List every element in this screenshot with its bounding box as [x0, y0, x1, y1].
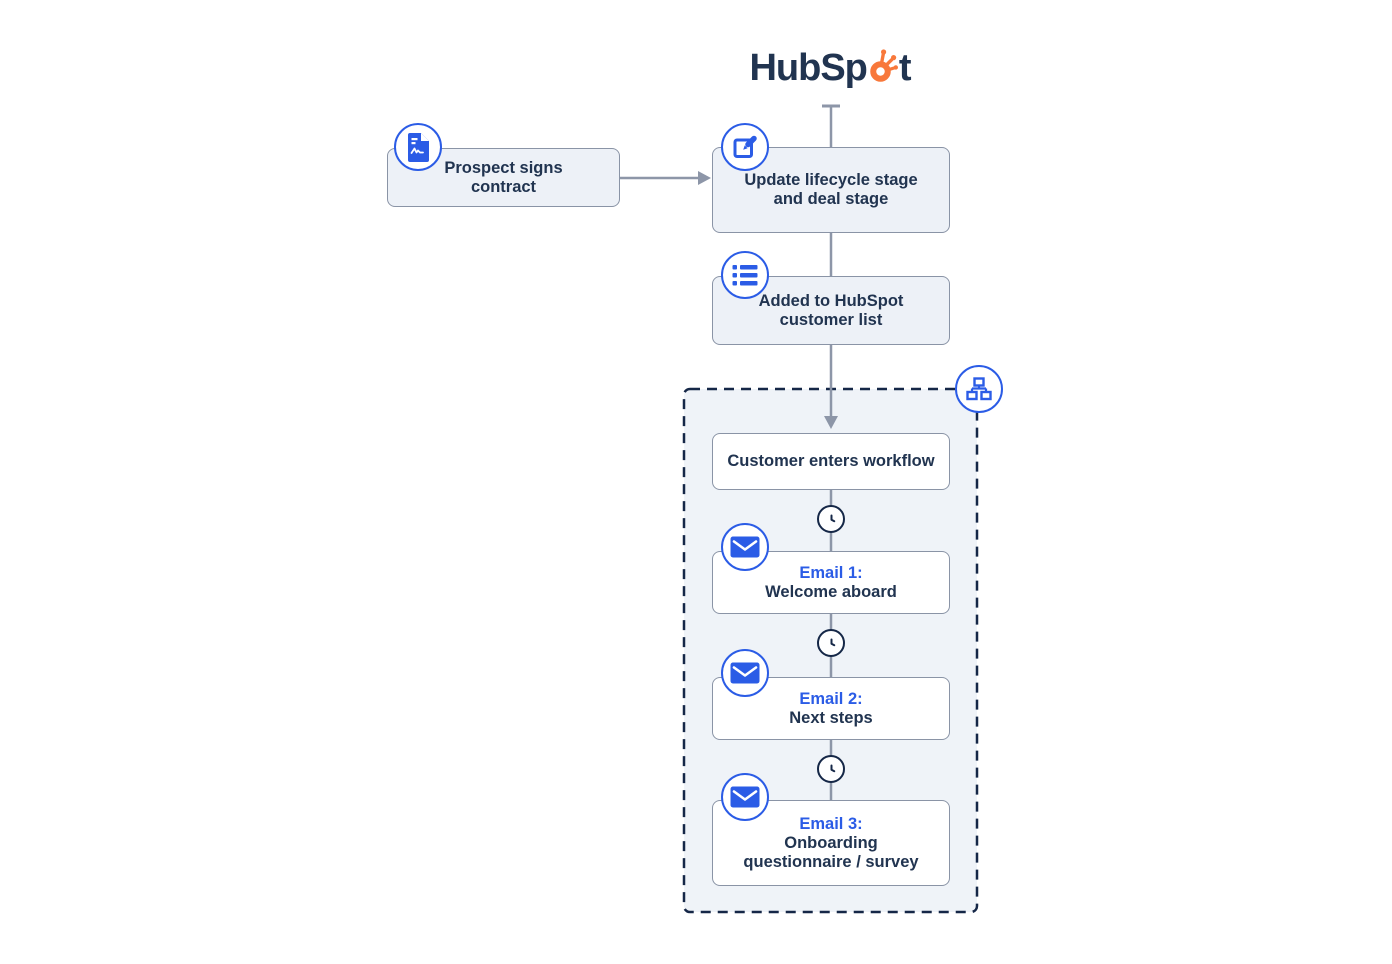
node-customer-enters-workflow: Customer enters workflow: [712, 433, 950, 490]
email-title: Email 1:: [799, 563, 863, 582]
clock-icon-badge: [817, 505, 845, 533]
clock-icon: [830, 638, 835, 646]
contract-document-icon: [407, 132, 429, 162]
email-subtitle: Next steps: [789, 708, 873, 727]
hubspot-logo: HubSp t: [730, 40, 930, 90]
hubspot-logo-text-right: t: [898, 47, 912, 89]
envelope-icon: [730, 786, 760, 808]
envelope-icon-badge: [721, 773, 769, 821]
arrowhead-down: [824, 416, 838, 429]
list-icon: [732, 264, 758, 285]
node-label: Update lifecycle stage and deal stage: [744, 171, 918, 208]
clock-icon-badge: [817, 629, 845, 657]
email-subtitle: Welcome aboard: [765, 582, 897, 601]
node-label: Customer enters workflow: [727, 452, 935, 470]
edit-pencil-icon: [733, 135, 757, 158]
envelope-icon: [730, 662, 760, 684]
node-update-lifecycle-stage: Update lifecycle stage and deal stage: [712, 147, 950, 233]
envelope-icon-badge: [721, 649, 769, 697]
node-label: Prospect signs contract: [444, 158, 563, 196]
hubspot-sprocket-icon: [870, 49, 898, 82]
hubspot-logo-text-left: HubSp: [749, 47, 867, 89]
clock-icon-badge: [817, 755, 845, 783]
node-email-3: Email 3: Onboarding questionnaire / surv…: [712, 800, 950, 886]
envelope-icon-badge: [721, 523, 769, 571]
email-subtitle: Onboarding questionnaire / survey: [743, 833, 919, 871]
email-title: Email 3:: [799, 814, 863, 833]
email-title: Email 2:: [799, 689, 863, 708]
sitemap-icon-badge: [955, 365, 1003, 413]
sitemap-icon: [966, 377, 992, 401]
clock-icon: [830, 764, 835, 772]
contract-document-icon-badge: [394, 123, 442, 171]
list-icon-badge: [721, 251, 769, 299]
arrowhead-right: [698, 171, 711, 185]
edit-pencil-icon-badge: [721, 123, 769, 171]
clock-icon: [830, 514, 835, 522]
envelope-icon: [730, 536, 760, 558]
node-label: Added to HubSpot customer list: [758, 291, 904, 329]
